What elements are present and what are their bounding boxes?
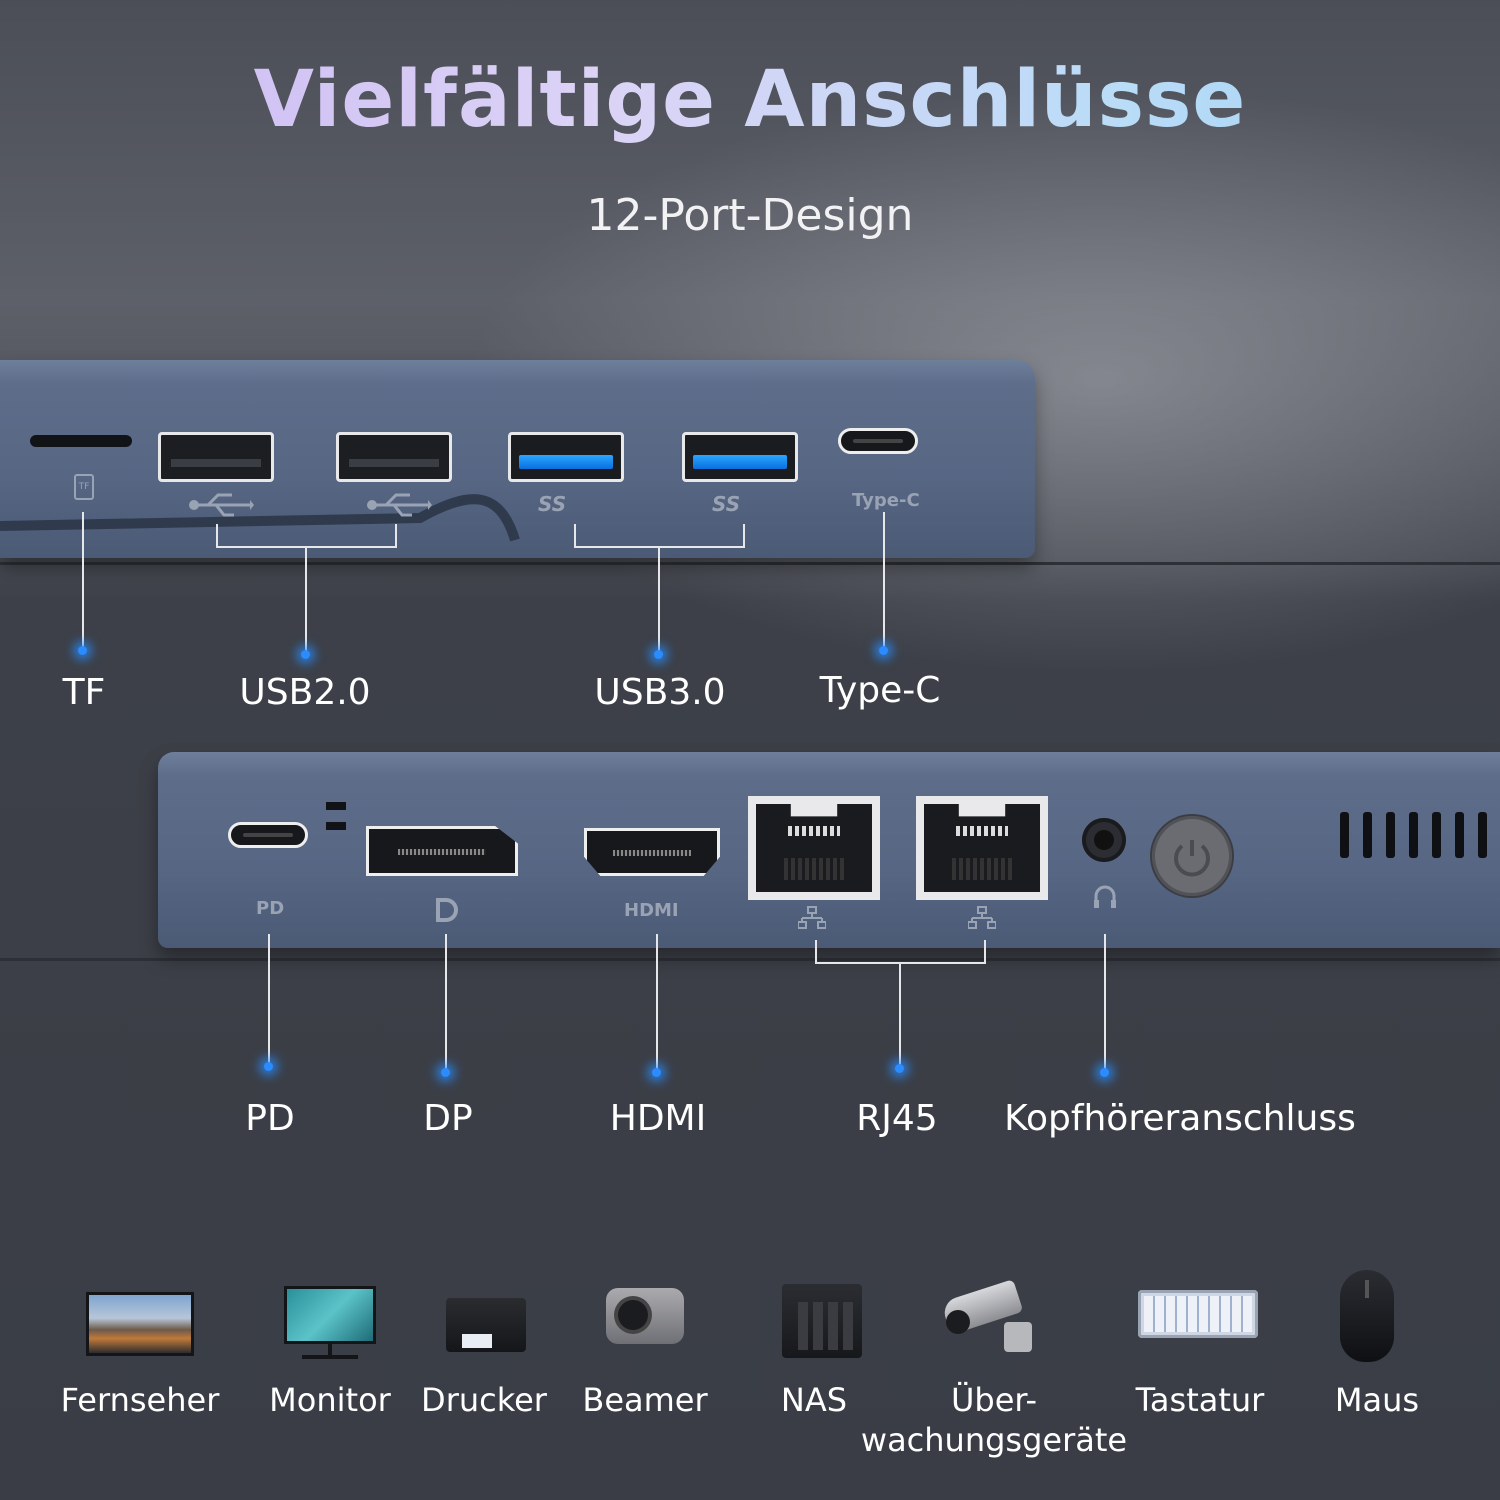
vent-slot: [1340, 812, 1349, 858]
printer-paper: [462, 1334, 492, 1348]
usb-trident-icon: [189, 493, 254, 517]
tf-card-slot: [30, 435, 132, 447]
superspeed-icon: SS: [712, 492, 741, 516]
camera-lens: [946, 1310, 970, 1334]
vent-slot: [1409, 812, 1418, 858]
usb3-leader-line: [658, 546, 660, 654]
label-tf: TF: [62, 672, 106, 713]
top-shelf-line: [0, 562, 1500, 565]
usb3-port-1: [508, 432, 624, 482]
rj45-port-2: [916, 796, 1048, 900]
usb2-bracket-right: [395, 524, 397, 548]
usb3-glow-dot: [654, 650, 663, 659]
vent-slot: [1432, 812, 1441, 858]
monitor-stand: [328, 1344, 332, 1356]
tf-leader-line: [82, 512, 84, 650]
device-label-surveillance: Über-: [950, 1381, 1038, 1419]
label-hdmi: HDMI: [609, 1098, 707, 1139]
hdmi-glow-dot: [652, 1068, 661, 1077]
superspeed-icon: SS: [538, 492, 567, 516]
label-pd: PD: [245, 1098, 295, 1139]
status-led: [326, 802, 346, 810]
network-icon: [968, 906, 996, 929]
typec-leader-line: [883, 512, 885, 650]
nas-bay: [798, 1302, 808, 1350]
keyboard-icon: [1138, 1290, 1258, 1338]
nas-bay: [813, 1302, 823, 1350]
usb3-bracket-left: [574, 524, 576, 548]
rj45-glow-dot: [895, 1064, 904, 1073]
label-rj45: RJ45: [856, 1098, 938, 1139]
vent-slot: [1455, 812, 1464, 858]
pd-leader-line: [268, 934, 270, 1064]
device-label-surveillance-line2: wachungsgeräte: [860, 1421, 1128, 1459]
label-usb2: USB2.0: [239, 672, 371, 713]
device-label-printer: Drucker: [421, 1381, 547, 1419]
monitor-base: [302, 1355, 358, 1359]
tf-glow-dot: [78, 646, 87, 655]
page-subtitle: 12-Port-Design: [586, 190, 914, 241]
status-led: [326, 822, 346, 830]
headphone-jack: [1082, 818, 1126, 862]
bottom-shelf-line: [0, 958, 1500, 961]
usb-trident-icon: [367, 493, 432, 517]
label-dp: DP: [423, 1098, 473, 1139]
rj45-port-1: [748, 796, 880, 900]
tv-icon: [86, 1292, 194, 1356]
vent-slot: [1386, 812, 1395, 858]
tf-card-icon: TF: [74, 474, 94, 500]
usb2-bracket-left: [216, 524, 218, 548]
nas-bay: [828, 1302, 838, 1350]
label-typec: Type-C: [819, 670, 941, 711]
displayport-port: [366, 826, 518, 876]
headphone-icon: [1094, 885, 1116, 908]
device-label-tv: Fernseher: [60, 1381, 220, 1419]
rj45-leader-line: [899, 962, 901, 1066]
label-headphone: Kopfhöreranschluss: [1004, 1098, 1356, 1139]
power-button[interactable]: [1152, 816, 1232, 896]
usb3-bracket-right: [743, 524, 745, 548]
pd-typec-port: [228, 822, 308, 848]
pd-glow-dot: [264, 1062, 273, 1071]
usb2-leader-line: [305, 546, 307, 654]
hub-cable: [0, 494, 520, 542]
headphone-glow-dot: [1100, 1068, 1109, 1077]
hdmi-port: [584, 828, 720, 876]
device-label-nas: NAS: [780, 1381, 848, 1419]
typec-port-symbol: Type-C: [852, 490, 920, 511]
typec-port: [838, 428, 918, 454]
nas-bay: [843, 1302, 853, 1350]
monitor-icon: [284, 1286, 376, 1344]
displayport-icon: [436, 898, 458, 922]
usb2-glow-dot: [301, 650, 310, 659]
usb3-port-2: [682, 432, 798, 482]
device-label-mouse: Maus: [1334, 1381, 1420, 1419]
camera-mount: [1004, 1322, 1032, 1352]
page-title: Vielfältige Anschlüsse: [0, 55, 1500, 145]
device-label-monitor: Monitor: [269, 1381, 391, 1419]
typec-glow-dot: [879, 646, 888, 655]
usb2-port-2: [336, 432, 452, 482]
device-label-keyboard: Tastatur: [1135, 1381, 1265, 1419]
power-icon: [1174, 840, 1210, 877]
device-label-projector: Beamer: [582, 1381, 708, 1419]
projector-lens: [618, 1300, 648, 1330]
dp-leader-line: [445, 934, 447, 1070]
hdmi-port-symbol: HDMI: [624, 900, 679, 921]
vent-slot: [1478, 812, 1487, 858]
dp-glow-dot: [441, 1068, 450, 1077]
rj45-bracket-right: [984, 940, 986, 964]
pd-port-symbol: PD: [256, 898, 285, 919]
mouse-wheel: [1365, 1280, 1369, 1298]
network-icon: [798, 906, 826, 929]
vent-slot: [1363, 812, 1372, 858]
hdmi-leader-line: [656, 934, 658, 1070]
label-usb3: USB3.0: [594, 672, 726, 713]
usb2-port-1: [158, 432, 274, 482]
headphone-leader-line: [1104, 934, 1106, 1070]
rj45-bracket-left: [815, 940, 817, 964]
